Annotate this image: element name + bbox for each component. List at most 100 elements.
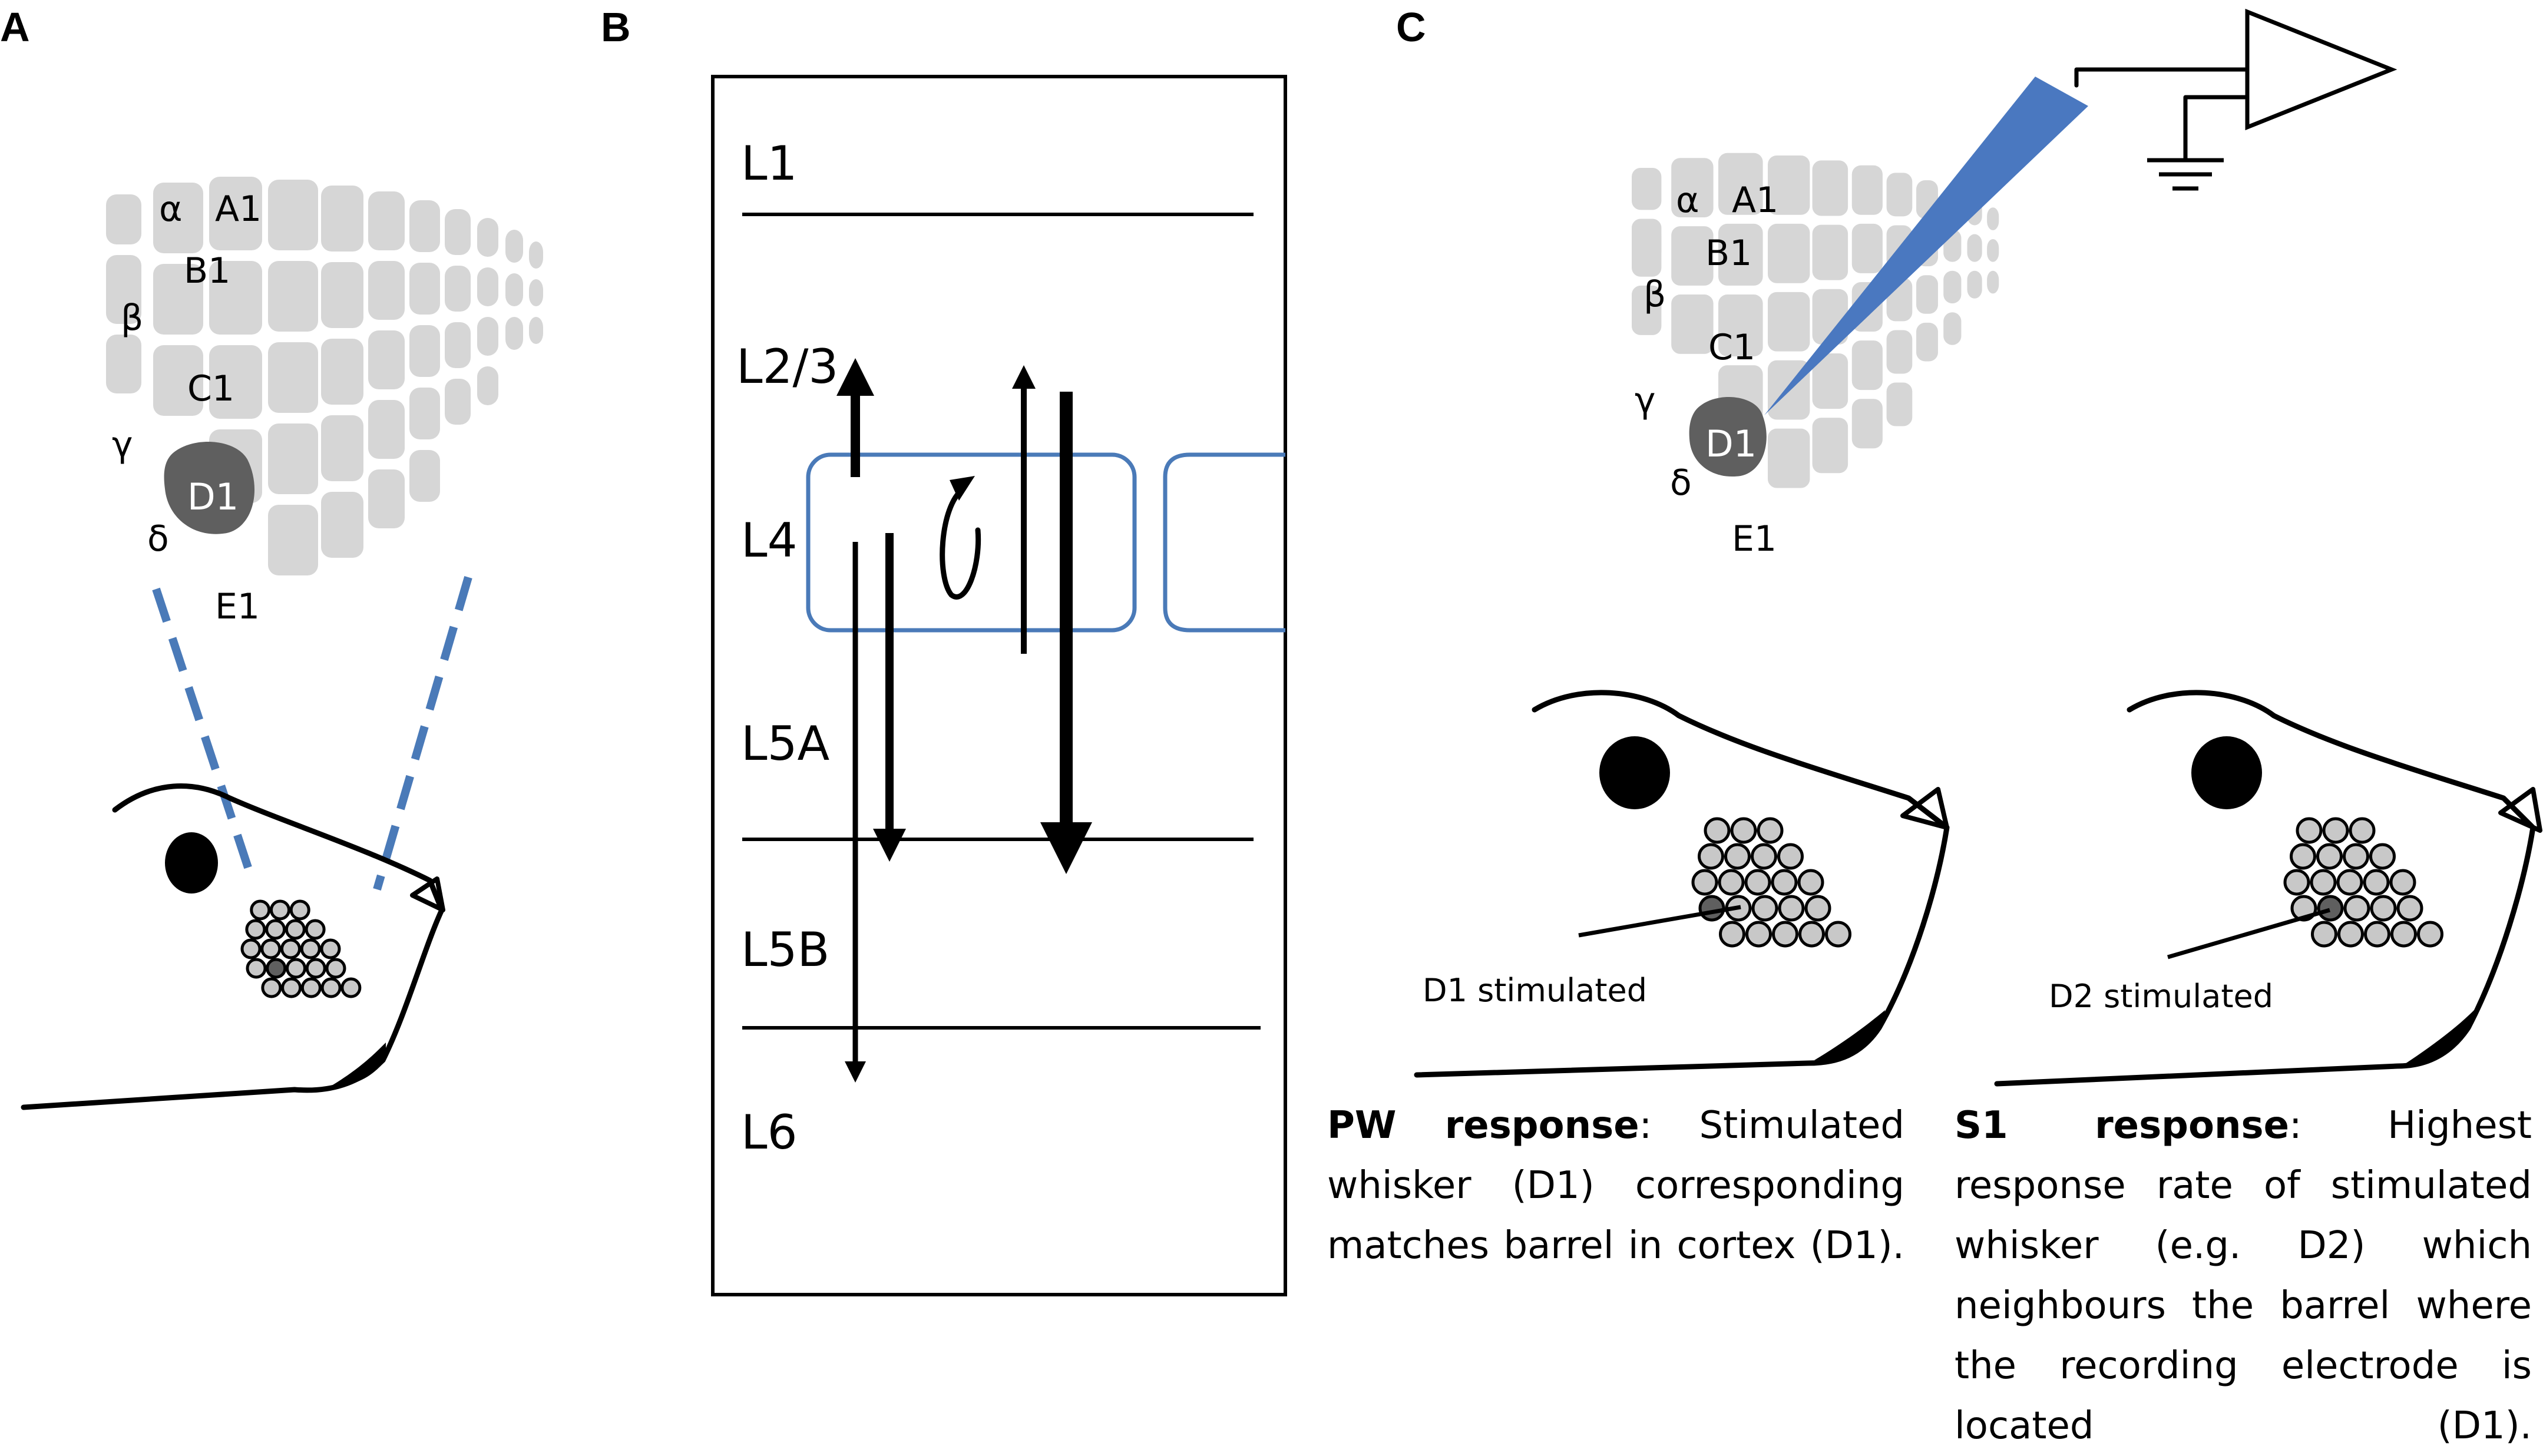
whisker [2343,843,2369,870]
barrel [321,262,363,328]
whisker [281,977,302,998]
recording-electrode [1764,77,2088,415]
whisker [1772,921,1798,948]
barrel [1967,234,1982,262]
layer-label-l6: L6 [741,1105,797,1160]
barrel [1851,340,1883,391]
barrel [368,191,405,250]
whisker [320,977,342,998]
whisker [1698,895,1725,922]
barrel [1671,294,1714,354]
whisker [286,958,306,979]
whisker [260,938,282,959]
whisker [2364,921,2390,948]
barrel [1632,285,1662,335]
barrel [368,400,405,459]
stimulated-whisker-d2 [2167,908,2330,959]
whisker [2316,843,2343,870]
whisker [285,919,306,940]
cortical-column: L1 L2/3 L4 L5A L5B L6 [711,75,1287,1296]
barrel [1718,223,1763,286]
whisker [2311,921,2337,948]
whisker [2369,843,2396,870]
column-frame [711,75,1287,1296]
barrel [268,180,318,250]
barrel [1916,275,1938,314]
barrel-field-grid-c [1632,153,1999,488]
barrel [1987,239,1999,262]
barrel [106,265,141,324]
barrel [1851,399,1883,449]
ground-wire [2183,95,2250,161]
whisker [2290,843,2316,870]
whisker [1724,843,1751,870]
whisker [261,977,282,998]
barrel [1718,294,1763,357]
barrel [477,366,498,405]
whisker [1730,817,1757,844]
barrel [368,469,405,528]
recurrent-loop-head [950,476,975,501]
barrel [1768,428,1810,488]
whisker [246,958,267,979]
barrel [409,263,440,315]
barrel-label-d1: D1 [187,475,239,518]
barrel [1671,158,1714,217]
barrel [268,261,318,332]
whisker [1778,895,1805,922]
barrel [153,345,203,416]
caption-s1-text: : Highest response rate of stimulated wh… [1955,1104,2532,1448]
rat-head-a [21,783,445,1110]
whisker [245,919,266,940]
whisker [1771,869,1798,896]
whisker [2390,921,2417,948]
whisker [1777,843,1804,870]
barrel [1812,160,1848,216]
whisker [340,977,362,998]
whisker [300,938,321,959]
barrel-label-delta: δ [147,518,169,560]
whisker [1751,895,1778,922]
barrel [321,415,363,481]
stim-label-d2: D2 stimulated [2049,978,2273,1015]
whisker [2322,817,2349,844]
rat-head-c2: D2 stimulated [1994,690,2542,1087]
barrel [1886,382,1913,426]
barrel [1812,418,1848,474]
whisker [1825,921,1851,948]
layer-label-l1: L1 [741,136,797,191]
barrel [268,423,318,494]
barrel-field-grid [106,177,543,575]
barrel-label-beta: β [121,297,143,339]
barrel [505,230,523,263]
eye-c1 [1599,736,1670,809]
barrel [1943,312,1962,345]
barrel-label-a1: A1 [215,188,262,230]
whisker-pad-a [240,899,362,998]
barrel [409,325,440,377]
barrel-label-alpha-c: α [1676,180,1699,221]
barrel [477,267,498,306]
barrel [368,330,405,389]
barrel [368,261,405,320]
electrode-wire [2074,67,2250,88]
whisker [2336,869,2363,896]
whisker-pad-c2 [2283,817,2443,948]
whisker [250,899,271,921]
barrel [477,317,498,356]
whisker [2370,895,2397,922]
barrel [409,450,440,502]
barrel [445,266,471,312]
amplifier-icon [2245,8,2398,131]
whisker [2317,895,2344,922]
whisker [2310,869,2337,896]
barrel [1671,226,1714,286]
barrel [1851,165,1883,215]
barrel [1632,168,1662,210]
barrel-label-delta-c: δ [1670,462,1692,504]
barrel [1768,155,1810,215]
whisker [266,958,287,979]
whisker [2343,895,2370,922]
barrel [445,322,471,368]
